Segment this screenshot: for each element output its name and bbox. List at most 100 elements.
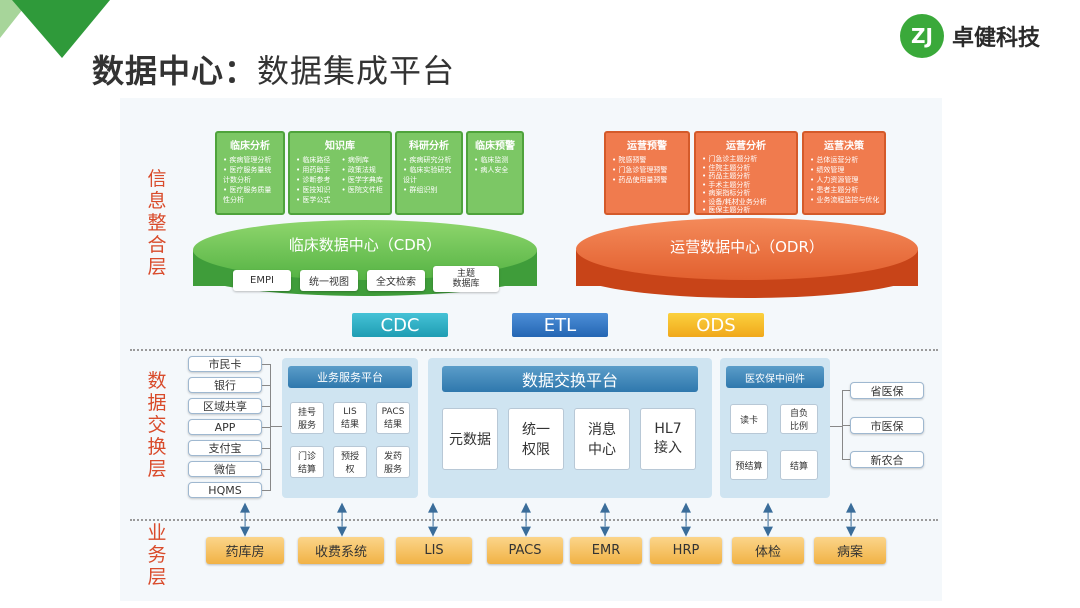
box-item: 设计: [403, 176, 417, 184]
connector: [262, 385, 270, 386]
service-card-lis-result: LIS 结果: [333, 402, 367, 434]
layer-label-integration: 信息整合层: [147, 168, 167, 278]
box-item: • 药品使用量预警: [612, 176, 668, 184]
corner-decoration: [0, 0, 110, 58]
target-rural-cooperative: 新农合: [850, 451, 924, 468]
business-service-title: 业务服务平台: [288, 366, 412, 388]
box-item: • 用药助手: [296, 166, 331, 174]
source-alipay: 支付宝: [188, 440, 262, 456]
connector: [842, 425, 850, 426]
box-item: • 门急诊主题分析: [702, 155, 758, 163]
insurance-middleware-panel: 医农保中间件 读卡 自负 比例 预结算 结算: [720, 358, 830, 498]
connector: [262, 469, 270, 470]
connector: [270, 364, 271, 491]
source-citizen-card: 市民卡: [188, 356, 262, 372]
insurance-middleware-title: 医农保中间件: [726, 366, 824, 388]
box-title: 运营分析: [726, 141, 766, 152]
connector: [262, 448, 270, 449]
middleware-card-read-card: 读卡: [730, 404, 768, 434]
box-item: • 群组识别: [403, 186, 438, 194]
etl-bar: ETL: [512, 313, 608, 337]
separator-bottom: [130, 519, 938, 521]
service-card-outpatient-settlement: 门诊 结算: [290, 446, 324, 478]
connector: [270, 426, 282, 427]
box-item: • 医保主题分析: [702, 206, 751, 214]
box-title: 运营预警: [627, 141, 667, 152]
business-service-panel: 业务服务平台 挂号 服务 LIS 结果 PACS 结果 门诊 结算 预授 权 发…: [282, 358, 418, 498]
service-card-dispensing: 发药 服务: [376, 446, 410, 478]
box-item: • 业务流程监控与优化: [810, 196, 880, 204]
ods-bar: ODS: [668, 313, 764, 337]
double-arrow-icon: ▲│▼: [337, 500, 347, 539]
target-provincial-insurance: 省医保: [850, 382, 924, 399]
cdr-chip-empi: EMPI: [233, 270, 291, 291]
connector: [262, 364, 270, 365]
connector: [262, 427, 270, 428]
separator-top: [130, 349, 938, 351]
box-item: • 住院主题分析: [702, 163, 751, 172]
cdr-box-clinical-analysis: 临床分析 • 疾病管理分析 • 医疗服务量统 计数分析 • 医疗服务质量 性分析: [215, 131, 285, 215]
cdr-box-research-analysis: 科研分析 • 疾病研究分析 • 临床实验研究 设计 • 群组识别: [395, 131, 463, 215]
box-item: • 医技知识: [296, 186, 331, 194]
box-item: • 病人安全: [474, 166, 509, 174]
exchange-card-unified-permission: 统一 权限: [508, 408, 564, 470]
box-title: 临床分析: [230, 141, 270, 152]
box-item: • 政策法规: [341, 166, 376, 174]
architecture-diagram: 信息整合层 数据交换层 业务层 临床分析 • 疾病管理分析 • 医疗服务量统 计…: [120, 98, 942, 601]
box-title: 临床预警: [475, 141, 515, 152]
cdr-chip-unified-view: 统一视图: [300, 270, 358, 291]
box-item: • 医疗服务质量: [223, 186, 272, 194]
box-item: 计数分析: [223, 176, 251, 184]
connector: [262, 490, 270, 491]
system-pacs: PACS: [487, 537, 563, 564]
connector: [262, 406, 270, 407]
connector: [842, 390, 850, 391]
odr-box-operation-decision: 运营决策 • 总体运营分析 • 绩效管理 • 人力资源管理 • 患者主题分析 •…: [802, 131, 886, 215]
box-item: • 临床实验研究: [403, 166, 452, 174]
cdc-bar: CDC: [352, 313, 448, 337]
box-item: • 患者主题分析: [810, 186, 859, 194]
odr-label: 运营数据中心（ODR）: [670, 238, 824, 256]
exchange-card-hl7-access: HL7 接入: [640, 408, 696, 470]
system-medical-records: 病案: [814, 537, 886, 564]
brand-name: 卓健科技: [952, 26, 1041, 51]
box-item: 性分析: [223, 196, 244, 204]
cdr-chip-topic-database: 主题 数据库: [433, 266, 499, 292]
odr-box-operation-warning: 运营预警 • 院感预警 • 门急诊管理预警 • 药品使用量预警: [604, 131, 690, 215]
page-title: 数据中心：数据集成平台: [92, 52, 456, 90]
source-app: APP: [188, 419, 262, 435]
box-item: • 诊断参考: [296, 176, 331, 184]
odr-ellipse-top: 运营数据中心（ODR）: [576, 218, 918, 280]
target-city-insurance: 市医保: [850, 417, 924, 434]
exchange-platform-panel: 数据交换平台 元数据 统一 权限 消息 中心 HL7 接入: [428, 358, 712, 498]
box-item: • 疾病管理分析: [223, 156, 272, 164]
double-arrow-icon: ▲│▼: [521, 500, 531, 539]
connector: [842, 459, 850, 460]
system-hrp: HRP: [650, 537, 722, 564]
box-item: • 设备/耗材业务分析: [702, 197, 767, 206]
box-item: • 医学字典库: [341, 176, 383, 184]
odr-box-operation-analysis: 运营分析 • 门急诊主题分析 • 住院主题分析 • 药品主题分析 • 手术主题分…: [694, 131, 798, 215]
box-item: • 临床路径: [296, 156, 331, 164]
double-arrow-icon: ▲│▼: [763, 500, 773, 539]
box-item: • 临床监测: [474, 156, 509, 164]
box-item: • 人力资源管理: [810, 176, 859, 184]
box-item: • 疾病研究分析: [403, 156, 452, 164]
box-title: 科研分析: [409, 141, 449, 152]
middleware-card-self-pay-ratio: 自负 比例: [780, 404, 818, 434]
system-lis: LIS: [396, 537, 472, 564]
cdr-box-clinical-warning: 临床预警 • 临床监测 • 病人安全: [466, 131, 524, 215]
box-item: • 总体运营分析: [810, 156, 859, 164]
system-emr: EMR: [570, 537, 642, 564]
box-item: • 病案指标分析: [702, 189, 751, 197]
box-item: • 病例库: [341, 156, 369, 164]
double-arrow-icon: ▲│▼: [428, 500, 438, 539]
layer-label-business: 业务层: [147, 522, 167, 588]
exchange-card-message-center: 消息 中心: [574, 408, 630, 470]
middleware-card-settlement: 结算: [780, 450, 818, 480]
box-item: • 药品主题分析: [702, 172, 751, 180]
cdr-chip-fulltext-search: 全文检索: [367, 270, 425, 291]
box-item: • 医学公式: [296, 196, 331, 204]
box-item: • 手术主题分析: [702, 180, 751, 189]
double-arrow-icon: ▲│▼: [681, 500, 691, 539]
